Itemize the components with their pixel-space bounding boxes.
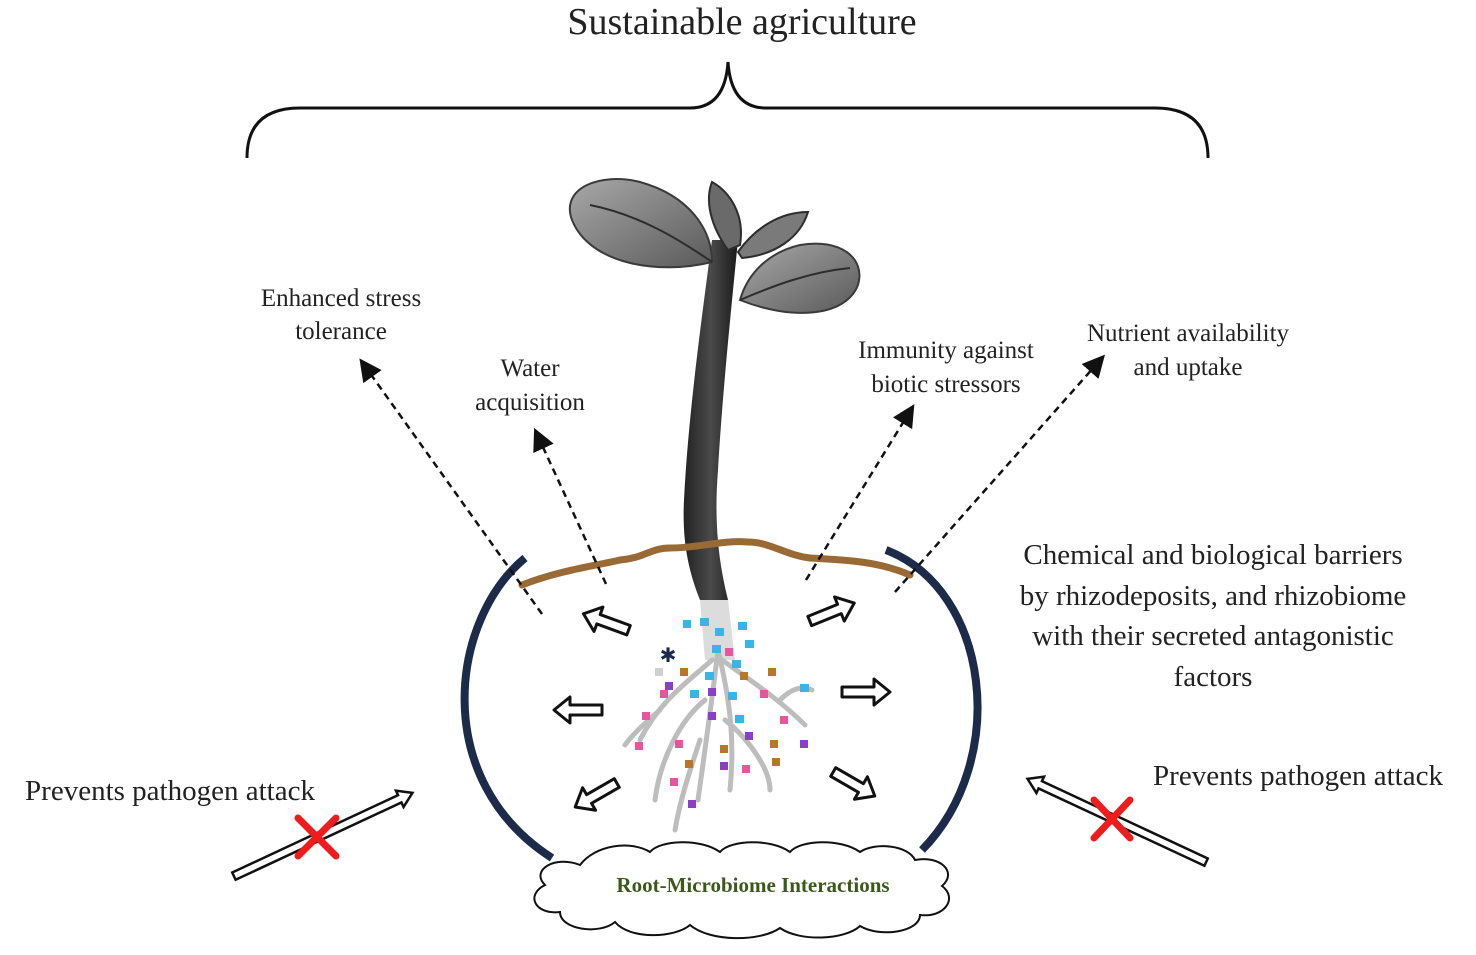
nutrient-label-line1: Nutrient availability	[1087, 320, 1290, 347]
barrier-left	[460, 554, 555, 862]
water-label-line1: Water	[500, 355, 560, 382]
soil-surface	[518, 538, 914, 589]
diagram-title: Sustainable agriculture	[567, 1, 916, 43]
pathogen-label-left: Prevents pathogen attack	[25, 775, 315, 807]
immunity-label-line2: biotic stressors	[871, 371, 1020, 398]
stress-label-line1: Enhanced stress	[261, 285, 421, 312]
immunity-label-line1: Immunity against	[858, 337, 1034, 364]
stress-label-line2: tolerance	[295, 318, 387, 345]
outward-arrows	[552, 595, 892, 812]
root-system	[622, 647, 815, 833]
pathogen-label-right: Prevents pathogen attack	[1153, 760, 1443, 792]
nutrient-label-line2: and uptake	[1134, 354, 1243, 381]
dashed-arrows	[359, 354, 1105, 615]
pathogen-arrow-right	[1025, 775, 1210, 868]
pathogen-arrow-left	[230, 789, 415, 882]
water-label-line2: acquisition	[475, 389, 585, 416]
barrier-label-line1: Chemical and biological barriers	[1023, 539, 1402, 571]
cloud-shape	[533, 841, 950, 940]
barrier-label-line4: factors	[1174, 661, 1253, 693]
barrier-right	[884, 546, 982, 853]
svg-text:✱: ✱	[660, 643, 677, 667]
cloud-label: Root-Microbiome Interactions	[616, 873, 889, 897]
barrier-label-line3: with their secreted antagonistic	[1032, 620, 1394, 652]
plant-illustration	[568, 178, 861, 660]
top-brace	[245, 61, 1210, 159]
barrier-label-line2: by rhizodeposits, and rhizobiome	[1020, 580, 1407, 612]
microbes: ✱	[635, 618, 809, 808]
